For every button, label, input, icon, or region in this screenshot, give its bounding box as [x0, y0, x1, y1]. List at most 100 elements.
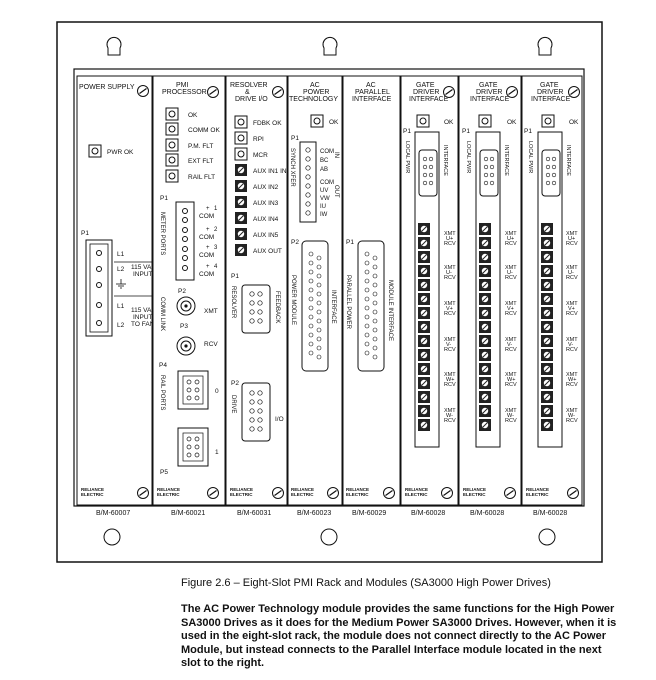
svg-text:P3: P3: [180, 323, 188, 330]
svg-text:RELIANCE: RELIANCE: [291, 487, 314, 492]
svg-text:RESOLVER: RESOLVER: [230, 286, 236, 319]
svg-text:P1: P1: [524, 128, 532, 135]
svg-text:RCV: RCV: [444, 347, 456, 353]
svg-text:P2: P2: [291, 239, 299, 246]
svg-text:+: +: [206, 264, 210, 270]
svg-text:W-: W-: [507, 413, 514, 419]
svg-text:UV: UV: [320, 188, 328, 194]
svg-text:RPI: RPI: [253, 136, 264, 143]
svg-text:115 VAC: 115 VAC: [131, 264, 156, 271]
svg-text:BC: BC: [320, 158, 329, 164]
xmt-fiber-port: [176, 296, 196, 316]
rail-port-1: [177, 427, 209, 467]
svg-text:IN: IN: [333, 152, 339, 158]
svg-text:W+: W+: [507, 377, 515, 383]
svg-text:PROCESSOR: PROCESSOR: [162, 89, 207, 96]
svg-text:P1: P1: [346, 239, 354, 246]
mount-hole-bottom-left: [103, 528, 121, 546]
svg-text:COM: COM: [199, 213, 214, 220]
svg-text:METER PORTS: METER PORTS: [159, 212, 165, 255]
pmi-rack-diagram: POWER SUPPLY PWR OK P1 L1 L2 L1 L2 115 V…: [56, 21, 603, 563]
svg-text:GATE: GATE: [540, 82, 559, 89]
svg-text:ELECTRIC: ELECTRIC: [405, 492, 428, 497]
svg-text:FEEDBACK: FEEDBACK: [274, 291, 280, 323]
svg-text:RCV: RCV: [566, 382, 578, 388]
svg-text:P1: P1: [160, 195, 168, 202]
module-part-number: B/M-60007: [96, 510, 130, 517]
rail-flt-led: [165, 169, 179, 183]
svg-text:W+: W+: [446, 377, 454, 383]
svg-text:RAIL PORTS: RAIL PORTS: [159, 375, 165, 410]
module-part-number: B/M-60029: [352, 510, 386, 517]
svg-text:DRIVER: DRIVER: [476, 89, 502, 96]
svg-text:RAIL FLT: RAIL FLT: [188, 174, 215, 181]
svg-text:DRIVER: DRIVER: [413, 89, 439, 96]
svg-text:INTERFACE: INTERFACE: [531, 96, 571, 103]
svg-text:L1: L1: [117, 251, 125, 258]
svg-text:COMM LINK: COMM LINK: [159, 297, 165, 331]
svg-text:SYNCH XFER: SYNCH XFER: [289, 148, 295, 187]
svg-text:COM: COM: [199, 234, 214, 241]
svg-text:OK: OK: [507, 119, 517, 126]
svg-text:RCV: RCV: [505, 347, 517, 353]
svg-text:AB: AB: [320, 167, 328, 173]
svg-text:P2: P2: [178, 288, 186, 295]
svg-text:U+: U+: [446, 236, 453, 242]
module-part-number: B/M-60023: [297, 510, 331, 517]
svg-text:XMT: XMT: [566, 265, 578, 271]
svg-text:INPUT: INPUT: [133, 271, 153, 278]
svg-text:INTERFACE: INTERFACE: [565, 145, 571, 176]
module-gate-driver-1: GATE DRIVER INTERFACE OK P1 LOCAL PWR IN…: [400, 75, 459, 517]
module-part-number: B/M-60028: [470, 510, 504, 517]
svg-text:XMT: XMT: [444, 231, 456, 237]
svg-text:W-: W-: [568, 413, 575, 419]
svg-text:VW: VW: [320, 196, 330, 202]
svg-text:RELIANCE: RELIANCE: [405, 487, 428, 492]
svg-text:P4: P4: [159, 362, 167, 369]
svg-text:W-: W-: [446, 413, 453, 419]
svg-text:AUX IN4: AUX IN4: [253, 216, 279, 223]
svg-text:RCV: RCV: [505, 418, 517, 424]
svg-text:POWER: POWER: [303, 89, 329, 96]
rack-inner-frame: [73, 68, 585, 507]
svg-text:RCV: RCV: [505, 275, 517, 281]
fdbk-ok-led: [234, 115, 248, 129]
svg-text:INTERFACE: INTERFACE: [503, 145, 509, 176]
svg-text:W+: W+: [568, 377, 576, 383]
mount-hole-bottom-center: [320, 528, 338, 546]
svg-text:LOCAL PWR: LOCAL PWR: [465, 141, 471, 173]
svg-text:RESOLVER: RESOLVER: [230, 82, 268, 89]
gate-interface-connector: [479, 149, 499, 197]
svg-text:OK: OK: [569, 119, 579, 126]
svg-text:XMT: XMT: [505, 265, 517, 271]
svg-text:XMT: XMT: [566, 301, 578, 307]
svg-text:2: 2: [214, 227, 218, 233]
svg-text:RCV: RCV: [444, 275, 456, 281]
svg-text:RCV: RCV: [505, 382, 517, 388]
svg-text:AUX IN2: AUX IN2: [253, 184, 279, 191]
svg-text:GATE: GATE: [479, 82, 498, 89]
svg-text:1: 1: [214, 206, 218, 212]
ok-led: [165, 107, 179, 121]
svg-text:P1: P1: [403, 128, 411, 135]
svg-text:OK: OK: [188, 112, 198, 119]
ground-icon: [116, 279, 126, 289]
mount-hole-bottom-right: [538, 528, 556, 546]
svg-text:+: +: [206, 227, 210, 233]
svg-text:INPUT: INPUT: [133, 314, 153, 321]
svg-text:P5: P5: [160, 469, 168, 476]
svg-text:AC: AC: [310, 82, 320, 89]
module-title-line: POWER SUPPLY: [79, 84, 135, 91]
svg-text:COM: COM: [199, 252, 214, 259]
svg-text:INTERFACE: INTERFACE: [352, 96, 392, 103]
module-gate-driver-3: GATE DRIVER INTERFACE OK P1 LOCAL PWR IN…: [521, 75, 583, 517]
svg-text:RCV: RCV: [444, 311, 456, 317]
svg-text:XMT: XMT: [444, 337, 456, 343]
svg-text:P2: P2: [231, 380, 239, 387]
module-part-number: B/M-60028: [411, 510, 445, 517]
figure-caption: Figure 2.6 – Eight-Slot PMI Rack and Mod…: [181, 577, 551, 589]
svg-text:P1: P1: [462, 128, 470, 135]
svg-text:ELECTRIC: ELECTRIC: [526, 492, 549, 497]
svg-text:XMT: XMT: [444, 265, 456, 271]
svg-text:AC: AC: [366, 82, 376, 89]
